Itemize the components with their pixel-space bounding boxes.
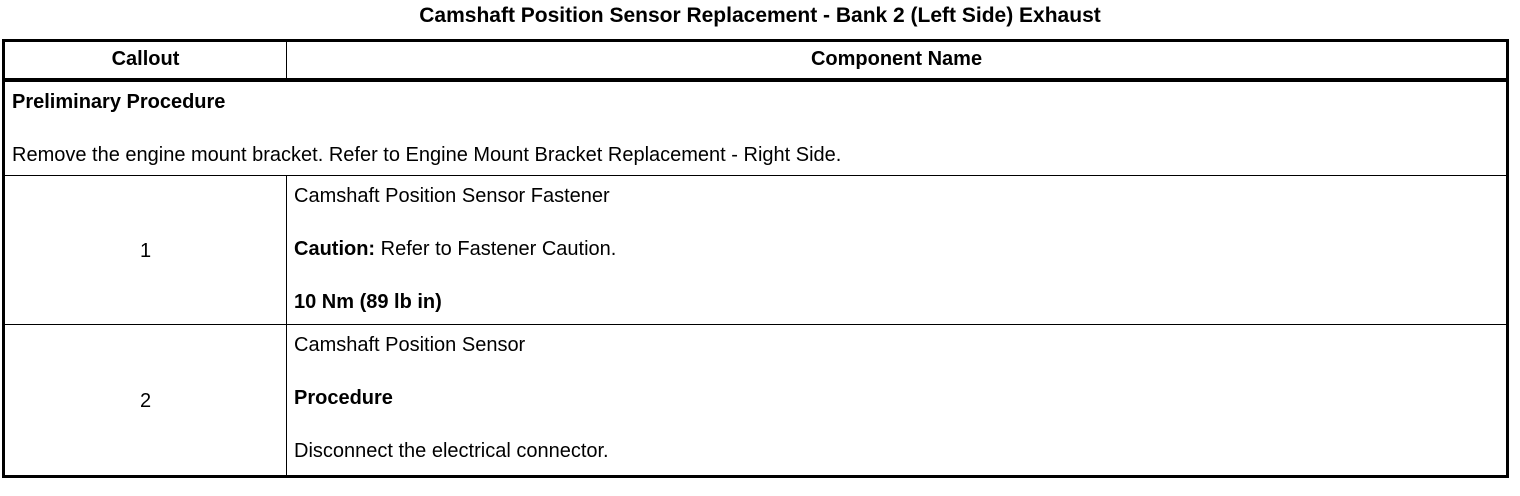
caution-text: Refer to Fastener Caution. — [375, 238, 617, 260]
component-cell-1: Camshaft Position Sensor Fastener Cautio… — [286, 175, 1508, 325]
preliminary-procedure-heading: Preliminary Procedure — [12, 90, 226, 113]
caution-label: Caution: — [294, 238, 376, 260]
table-row-2: 2 Camshaft Position Sensor Procedure Dis… — [3, 324, 1508, 477]
procedure-label: Procedure — [294, 387, 393, 409]
table-row-1: 1 Camshaft Position Sensor Fastener Caut… — [3, 175, 1508, 325]
preliminary-procedure-cell: Preliminary Procedure Remove the engine … — [3, 79, 1508, 176]
component-table: Callout Component Name Preliminary Proce… — [2, 39, 1509, 478]
column-header-component-name: Component Name — [286, 40, 1508, 82]
callout-number-1: 1 — [3, 175, 287, 325]
torque-spec: 10 Nm (89 lb in) — [294, 291, 442, 313]
column-header-callout: Callout — [3, 40, 287, 82]
component-name-text: Camshaft Position Sensor Fastener — [294, 185, 610, 207]
preliminary-procedure-text: Remove the engine mount bracket. Refer t… — [12, 143, 842, 166]
procedure-text: Disconnect the electrical connector. — [294, 440, 609, 462]
caution-note: Caution: Refer to Fastener Caution. — [294, 238, 1499, 260]
table-header-row: Callout Component Name — [3, 40, 1508, 82]
preliminary-procedure-row: Preliminary Procedure Remove the engine … — [3, 79, 1508, 176]
page-title: Camshaft Position Sensor Replacement - B… — [419, 4, 1101, 27]
callout-number-2: 2 — [3, 324, 287, 477]
component-name-text: Camshaft Position Sensor — [294, 334, 526, 356]
component-cell-2: Camshaft Position Sensor Procedure Disco… — [286, 324, 1508, 477]
